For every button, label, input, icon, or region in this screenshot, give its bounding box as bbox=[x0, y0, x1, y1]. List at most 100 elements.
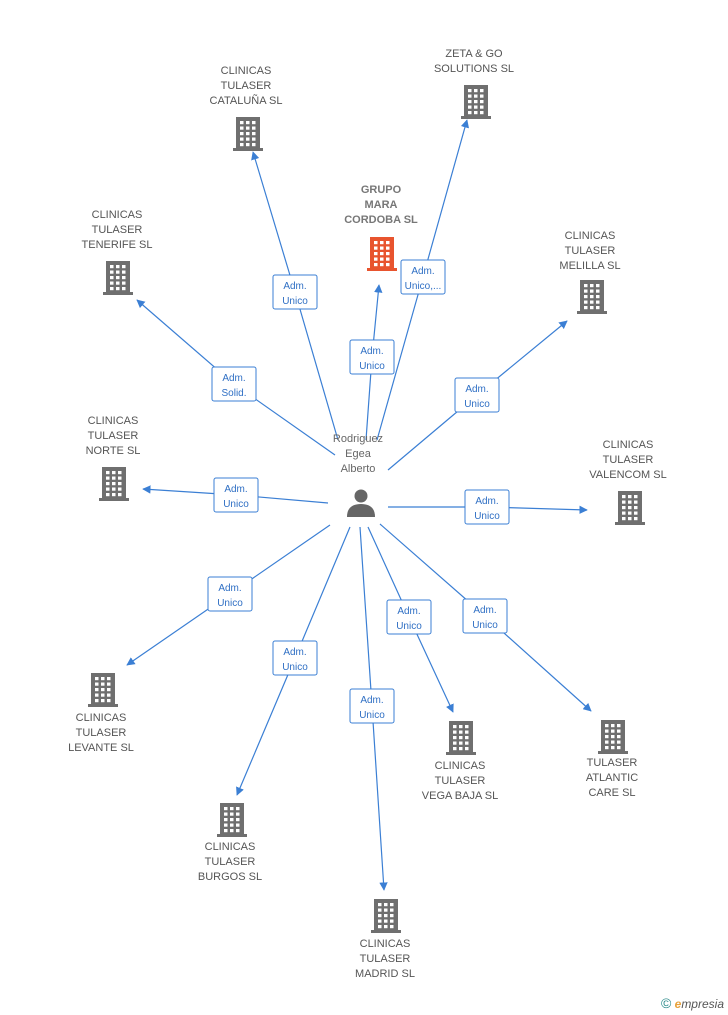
building-icon bbox=[615, 491, 645, 525]
company-name-line: VEGA BAJA SL bbox=[422, 790, 498, 802]
footer-brand[interactable]: © empresia bbox=[661, 995, 724, 1011]
edge-label-box bbox=[272, 274, 318, 310]
company-name-line: CLINICAS bbox=[76, 712, 127, 724]
company-name-line: TULASER bbox=[76, 727, 127, 739]
building-icon bbox=[233, 117, 263, 151]
company-name-line: MELILLA SL bbox=[559, 260, 620, 272]
company-name-line: TENERIFE SL bbox=[82, 239, 153, 251]
building-icon bbox=[103, 261, 133, 295]
edge-label-box bbox=[207, 576, 253, 612]
company-name-line: TULASER bbox=[360, 953, 411, 965]
edge-label-madrid[interactable]: Adm.Unico bbox=[349, 688, 395, 724]
edge-valencom: Adm.Unico bbox=[388, 489, 588, 525]
person-name-line: Alberto bbox=[341, 463, 376, 475]
edge-label-text: Adm. bbox=[411, 266, 434, 277]
company-name-line: SOLUTIONS SL bbox=[434, 63, 514, 75]
edge-label-tenerife[interactable]: Adm.Solid. bbox=[211, 366, 257, 402]
edge-label-text: Unico bbox=[396, 621, 422, 632]
edge-atlantic: Adm. Unico bbox=[379, 523, 592, 712]
edge-label-grupo-mara[interactable]: Adm. Unico bbox=[349, 339, 395, 375]
edge-label-text: Adm. bbox=[465, 384, 488, 395]
edge-zeta: Adm. Unico,... bbox=[376, 119, 470, 441]
edge-label-norte[interactable]: Adm. Unico bbox=[213, 477, 259, 513]
edge-madrid: Adm.Unico bbox=[349, 526, 395, 891]
company-name-line: CLINICAS bbox=[92, 209, 143, 221]
edge-label-melilla[interactable]: Adm.Unico bbox=[454, 377, 500, 413]
company-node-tenerife[interactable]: CLINICAS TULASER TENERIFE SL bbox=[82, 209, 153, 295]
company-name-line: GRUPO bbox=[361, 184, 402, 196]
edge-label-atlantic[interactable]: Adm. Unico bbox=[462, 598, 508, 634]
company-name-line: TULASER bbox=[88, 430, 139, 442]
edge-label-box bbox=[349, 688, 395, 724]
building-icon bbox=[367, 237, 397, 271]
company-name-line: CORDOBA SL bbox=[344, 214, 418, 226]
edge-label-text: Adm. bbox=[283, 647, 306, 658]
company-node-cataluna[interactable]: CLINICAS TULASER CATALUÑA SL bbox=[210, 65, 283, 151]
company-name-line: CARE SL bbox=[588, 787, 635, 799]
company-name-line: TULASER bbox=[205, 856, 256, 868]
company-name-line: TULASER bbox=[565, 245, 616, 257]
copyright-icon: © bbox=[660, 995, 672, 1011]
company-name-line: CLINICAS bbox=[88, 415, 139, 427]
company-name-line: MADRID SL bbox=[355, 968, 415, 980]
edge-label-text: Unico bbox=[282, 662, 308, 673]
edge-label-cataluna[interactable]: Adm.Unico bbox=[272, 274, 318, 310]
edge-label-text: Unico bbox=[472, 620, 498, 631]
edge-cataluna: Adm.Unico bbox=[251, 151, 339, 441]
edge-label-text: Unico bbox=[223, 499, 249, 510]
edge-label-text: Solid. bbox=[221, 388, 246, 399]
edge-label-vega-baja[interactable]: Adm. Unico bbox=[386, 599, 432, 635]
edge-label-text: Adm. bbox=[360, 346, 383, 357]
edge-label-valencom[interactable]: Adm.Unico bbox=[464, 489, 510, 525]
building-icon bbox=[461, 85, 491, 119]
edge-label-box bbox=[464, 489, 510, 525]
company-name-line: TULASER bbox=[587, 757, 638, 769]
edge-label-text: Adm. bbox=[218, 583, 241, 594]
company-name-line: CLINICAS bbox=[205, 841, 256, 853]
edge-label-burgos[interactable]: Adm. Unico bbox=[272, 640, 318, 676]
company-name-line: CATALUÑA SL bbox=[210, 94, 283, 107]
person-icon bbox=[347, 489, 375, 517]
company-name-line: TULASER bbox=[92, 224, 143, 236]
nodes-layer: CLINICAS TULASER CATALUÑA SL ZETA & GOSOLUT… bbox=[68, 48, 667, 980]
person-name-line: Rodriguez bbox=[333, 433, 383, 445]
edge-label-zeta[interactable]: Adm. Unico,... bbox=[400, 259, 446, 295]
edge-label-box bbox=[349, 339, 395, 375]
edge-melilla: Adm.Unico bbox=[387, 320, 568, 471]
edge-label-text: Adm. bbox=[397, 606, 420, 617]
edge-label-box bbox=[400, 259, 446, 295]
building-icon bbox=[217, 803, 247, 837]
edge-label-text: Adm. bbox=[473, 605, 496, 616]
company-name-line: TULASER bbox=[603, 454, 654, 466]
edge-label-text: Adm. bbox=[224, 484, 247, 495]
edge-burgos: Adm. Unico bbox=[236, 526, 351, 796]
edge-vega-baja: Adm. Unico bbox=[367, 526, 454, 713]
edge-label-text: Unico bbox=[474, 511, 500, 522]
edge-label-text: Unico bbox=[217, 598, 243, 609]
company-name-line: CLINICAS bbox=[221, 65, 272, 77]
building-icon bbox=[88, 673, 118, 707]
company-name-line: TULASER bbox=[221, 80, 272, 92]
edge-label-text: Adm. bbox=[283, 281, 306, 292]
edge-label-box bbox=[386, 599, 432, 635]
company-name-line: VALENCOM SL bbox=[589, 469, 666, 481]
edge-label-box bbox=[462, 598, 508, 634]
edge-label-text: Adm. bbox=[360, 695, 383, 706]
edge-label-text: Unico bbox=[359, 361, 385, 372]
edge-label-text: Unico,... bbox=[405, 281, 442, 292]
edge-levante: Adm. Unico bbox=[126, 524, 331, 666]
company-name-line: BURGOS SL bbox=[198, 871, 262, 883]
building-icon bbox=[446, 721, 476, 755]
edge-label-levante[interactable]: Adm. Unico bbox=[207, 576, 253, 612]
company-node-burgos[interactable]: CLINICAS TULASER BURGOS SL bbox=[198, 803, 262, 883]
